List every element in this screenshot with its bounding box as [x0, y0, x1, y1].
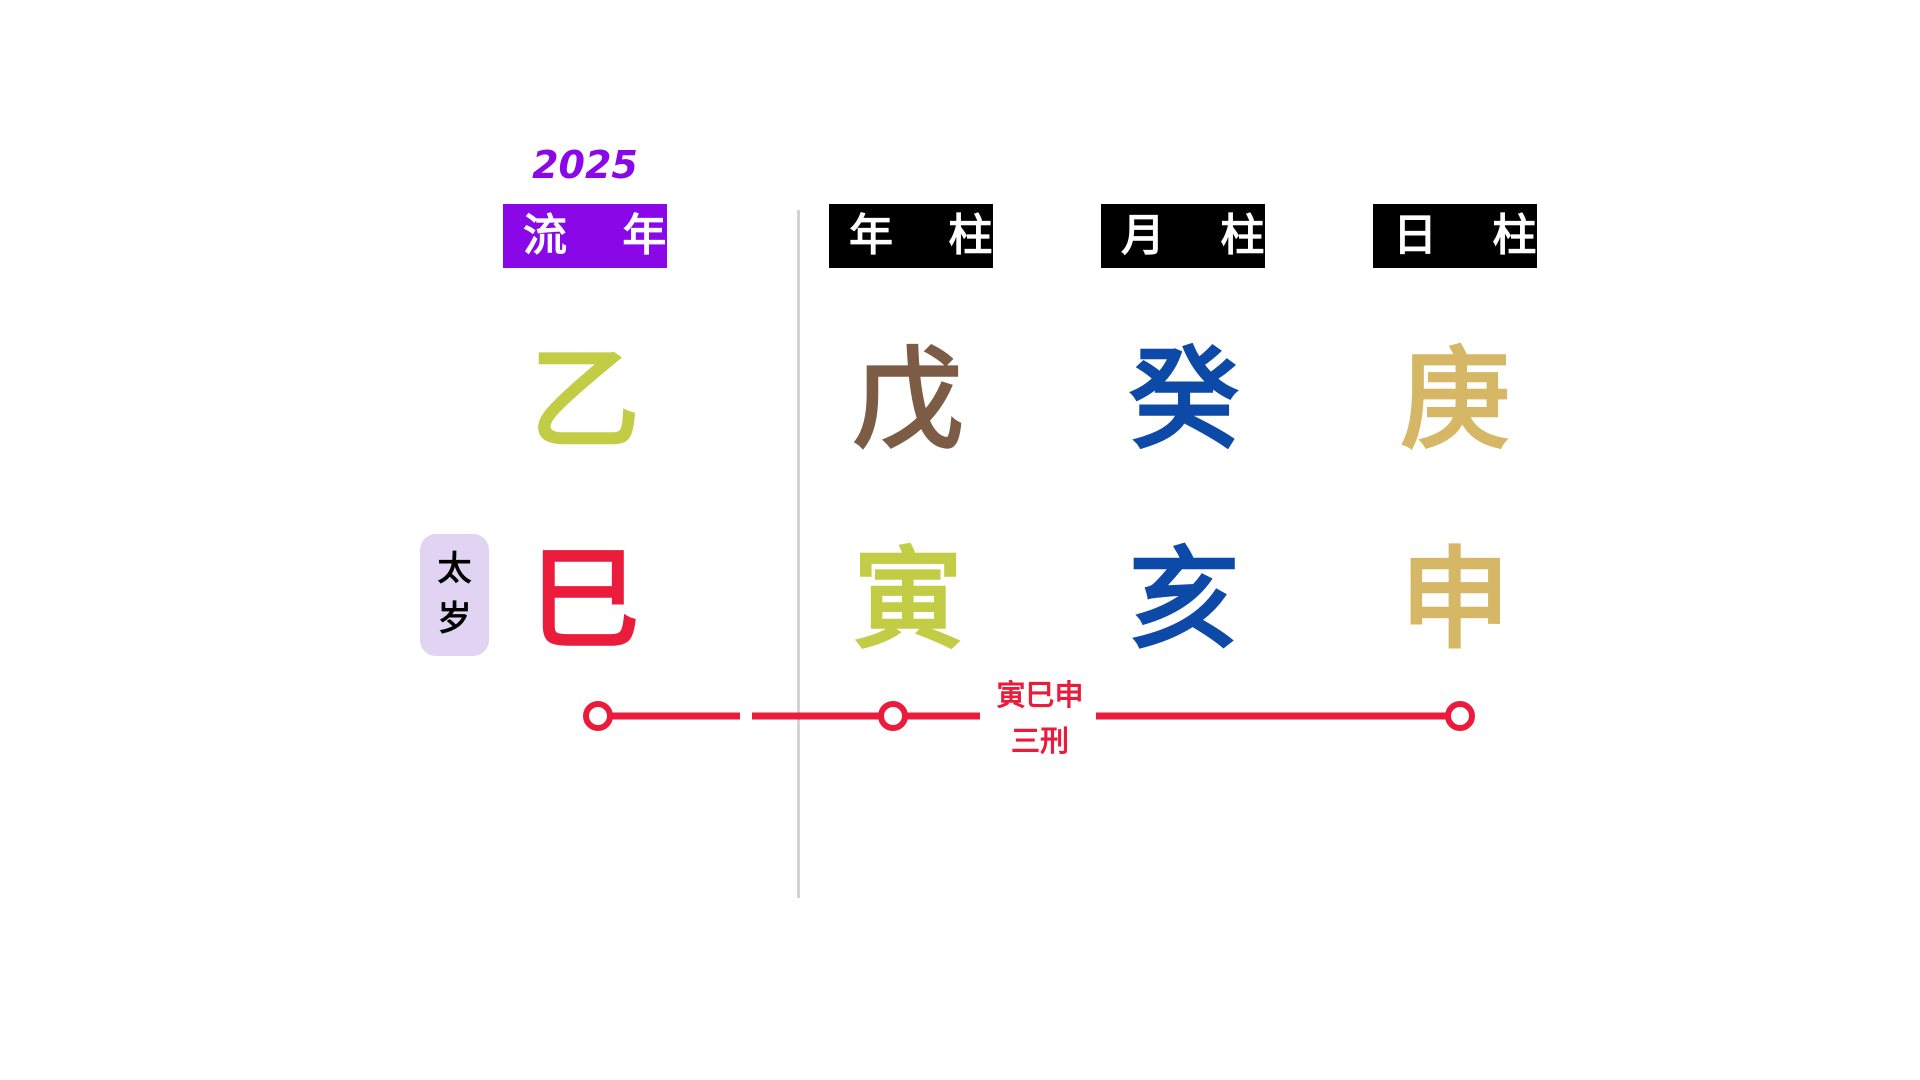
relation-label: 寅巳申 三刑: [980, 672, 1100, 764]
relation-label-line-2: 三刑: [1010, 724, 1069, 758]
day-pillar-stem: 庚: [1400, 336, 1510, 464]
taisui-char-1: 太: [437, 549, 472, 589]
year-pillar-branch: 寅: [853, 536, 963, 664]
header-month-pillar: 月 柱: [1101, 204, 1265, 268]
liunian-stem: 乙: [530, 336, 640, 464]
month-pillar-stem: 癸: [1129, 336, 1239, 464]
year-label: 2025: [532, 143, 638, 187]
taisui-char-2: 岁: [437, 599, 472, 639]
header-day-pillar: 日 柱: [1373, 204, 1537, 268]
year-pillar-stem: 戊: [853, 336, 963, 464]
liunian-branch: 巳: [530, 536, 640, 664]
relation-node-day-pillar: [1445, 701, 1475, 731]
taisui-badge: 太 岁: [420, 534, 489, 656]
relation-node-liunian: [583, 701, 613, 731]
header-liunian: 流 年: [503, 204, 667, 268]
relation-node-year-pillar: [878, 701, 908, 731]
column-divider: [797, 210, 800, 898]
header-year-pillar: 年 柱: [829, 204, 993, 268]
day-pillar-branch: 申: [1400, 536, 1510, 664]
relation-label-line-1: 寅巳申: [996, 678, 1084, 712]
month-pillar-branch: 亥: [1129, 536, 1239, 664]
